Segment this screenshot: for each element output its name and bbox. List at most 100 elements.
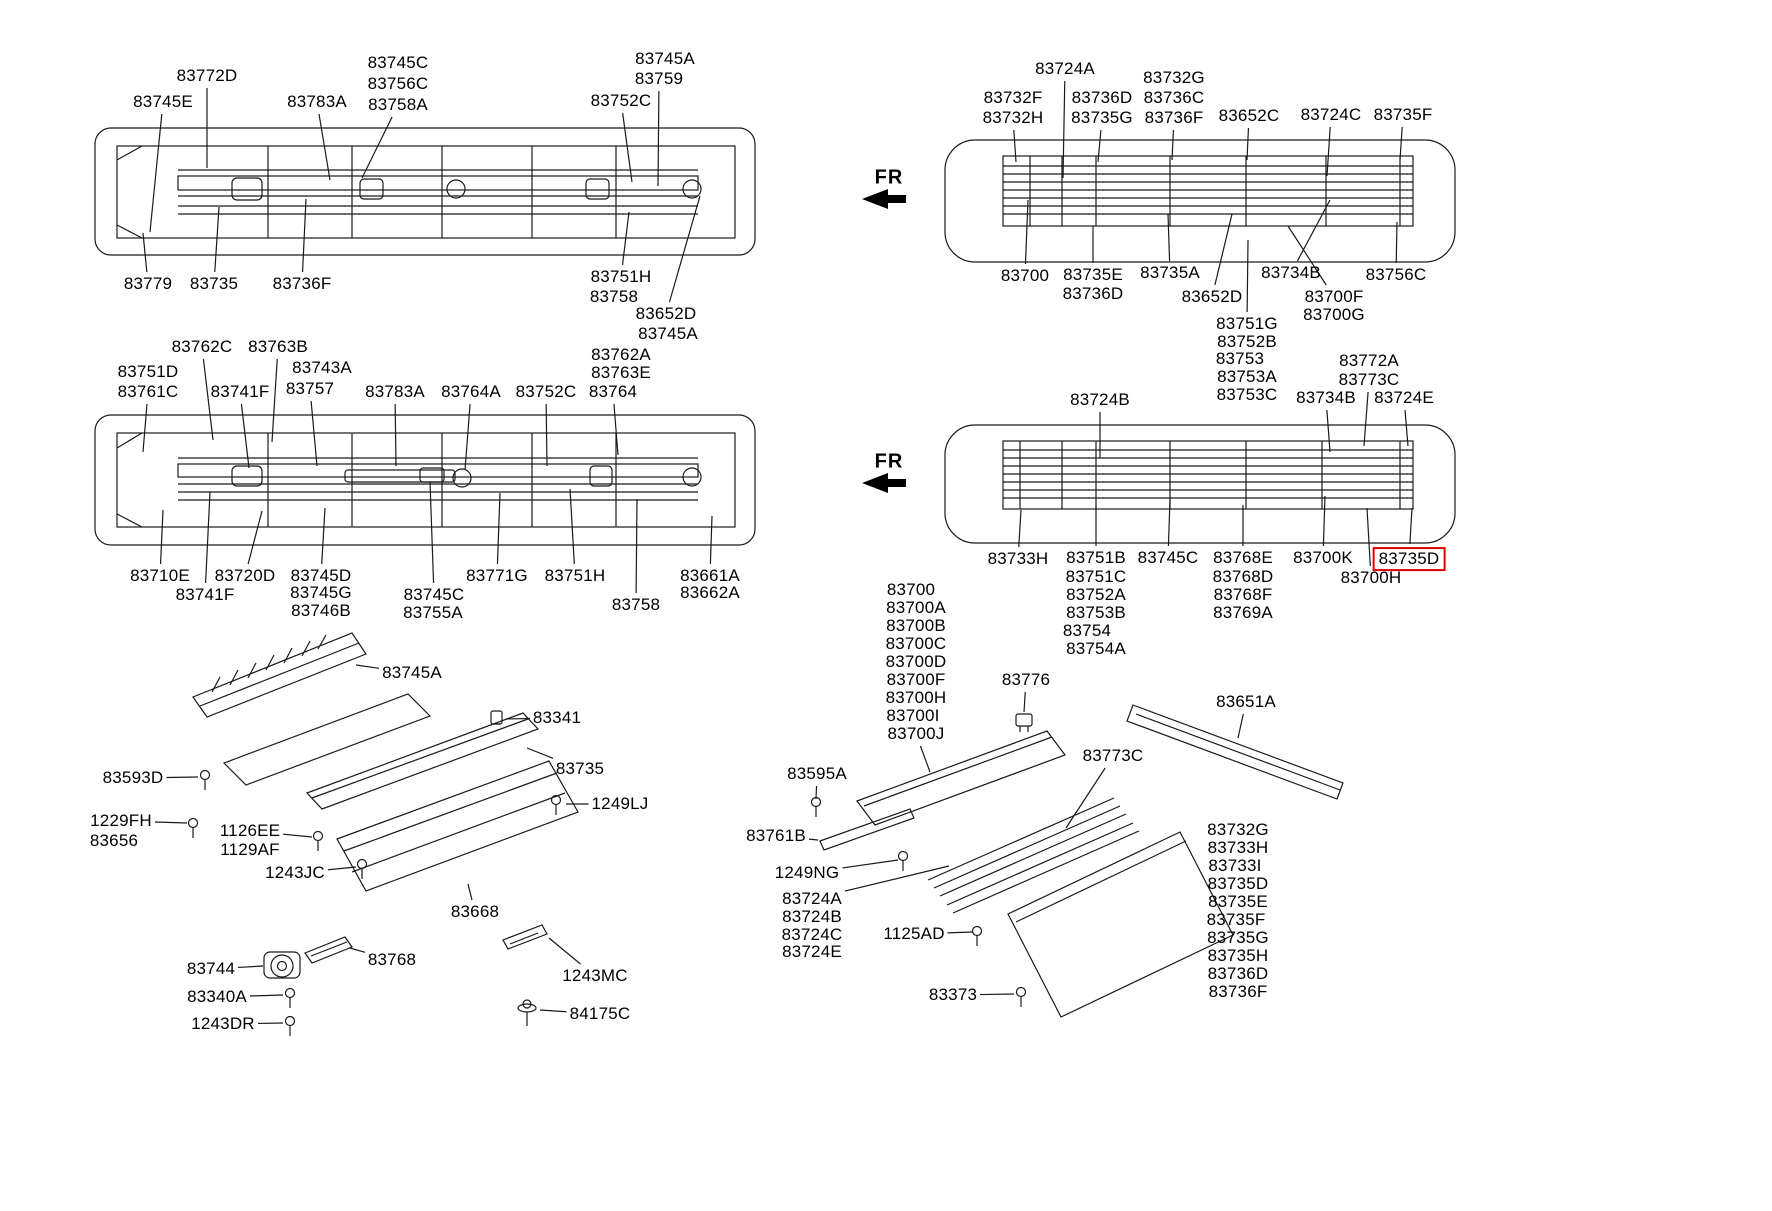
- part-label-83772d: 83772D: [176, 66, 238, 86]
- part-label-83724a: 83724A: [782, 889, 842, 909]
- part-label-83745g: 83745G: [290, 583, 352, 603]
- part-label-83753a: 83753A: [1217, 367, 1277, 387]
- part-label-83751b: 83751B: [1066, 548, 1126, 568]
- part-label-83745a: 83745A: [638, 324, 698, 344]
- part-label-83764a: 83764A: [441, 382, 501, 402]
- part-label-83752a: 83752A: [1066, 585, 1126, 605]
- part-label-83745a: 83745A: [635, 49, 695, 69]
- part-label-83734b: 83734B: [1261, 263, 1321, 283]
- part-label-83720d: 83720D: [214, 566, 276, 586]
- part-label-83700f: 83700F: [886, 670, 946, 690]
- part-label-83732g: 83732G: [1143, 68, 1205, 88]
- part-label-83759: 83759: [634, 69, 684, 89]
- part-label-83768: 83768: [367, 950, 417, 970]
- part-label-83735d: 83735D: [1372, 547, 1446, 571]
- part-label-83753c: 83753C: [1216, 385, 1278, 405]
- part-label-83745c: 83745C: [1137, 548, 1199, 568]
- part-label-83724a: 83724A: [1035, 59, 1095, 79]
- part-label-83736f: 83736F: [1208, 982, 1268, 1002]
- part-label-83783a: 83783A: [365, 382, 425, 402]
- part-label-83768f: 83768F: [1213, 585, 1273, 605]
- left-exploded-view-drawing: [187, 632, 579, 1036]
- part-label-83340a: 83340A: [187, 987, 247, 1007]
- part-label-83593d: 83593D: [102, 768, 164, 788]
- part-label-83724e: 83724E: [1374, 388, 1434, 408]
- part-label-83724e: 83724E: [782, 942, 842, 962]
- part-label-83700a: 83700A: [886, 598, 946, 618]
- part-label-83700j: 83700J: [887, 724, 945, 744]
- part-label-83735e: 83735E: [1208, 892, 1268, 912]
- part-label-83736d: 83736D: [1207, 964, 1269, 984]
- part-label-83710e: 83710E: [130, 566, 190, 586]
- part-label-83656: 83656: [89, 831, 139, 851]
- part-label-83735g: 83735G: [1071, 108, 1133, 128]
- part-label-83743a: 83743A: [292, 358, 352, 378]
- top-left-panel-drawing: [94, 127, 756, 256]
- part-label-1229fh: 1229FH: [90, 811, 152, 831]
- part-label-83735e: 83735E: [1063, 265, 1123, 285]
- part-label-83756c: 83756C: [367, 74, 429, 94]
- part-label-83745e: 83745E: [133, 92, 193, 112]
- part-label-83772a: 83772A: [1339, 351, 1399, 371]
- part-label-83753b: 83753B: [1066, 603, 1126, 623]
- part-label-83736d: 83736D: [1071, 88, 1133, 108]
- part-label-83768e: 83768E: [1213, 548, 1273, 568]
- fr-direction-label: FR: [874, 450, 904, 473]
- part-label-83700c: 83700C: [885, 634, 947, 654]
- middle-right-panel-drawing: [944, 424, 1456, 544]
- leader-lines: [142, 80, 1413, 1025]
- part-label-83736f: 83736F: [272, 274, 332, 294]
- part-label-83768d: 83768D: [1212, 567, 1274, 587]
- middle-left-panel-drawing: [94, 414, 756, 546]
- part-label-83652d: 83652D: [635, 304, 697, 324]
- part-label-83700h: 83700H: [1340, 568, 1402, 588]
- fr-direction-label: FR: [874, 166, 904, 189]
- part-label-83700k: 83700K: [1293, 548, 1353, 568]
- part-label-83700d: 83700D: [885, 652, 947, 672]
- part-label-83763e: 83763E: [591, 363, 651, 383]
- part-label-83595a: 83595A: [787, 764, 847, 784]
- part-label-83733h: 83733H: [987, 549, 1049, 569]
- part-label-83744: 83744: [186, 959, 236, 979]
- right-exploded-view-drawing: [810, 704, 1344, 1018]
- part-label-83751d: 83751D: [117, 362, 179, 382]
- part-label-83735g: 83735G: [1207, 928, 1269, 948]
- part-label-83769a: 83769A: [1213, 603, 1273, 623]
- part-label-83734b: 83734B: [1296, 388, 1356, 408]
- part-label-83745a: 83745A: [382, 663, 442, 683]
- part-label-83700f: 83700F: [1304, 287, 1364, 307]
- part-label-83752c: 83752C: [515, 382, 577, 402]
- part-label-83736d: 83736D: [1062, 284, 1124, 304]
- part-label-1249lj: 1249LJ: [591, 794, 649, 814]
- fr-arrow-bottom: [862, 473, 906, 493]
- part-label-83735: 83735: [555, 759, 605, 779]
- part-label-83773c: 83773C: [1082, 746, 1144, 766]
- part-label-83700i: 83700I: [886, 706, 940, 726]
- part-label-83341: 83341: [532, 708, 582, 728]
- part-label-83758: 83758: [611, 595, 661, 615]
- part-label-83700: 83700: [886, 580, 936, 600]
- part-label-83745c: 83745C: [403, 585, 465, 605]
- part-label-1249ng: 1249NG: [774, 863, 840, 883]
- part-label-83762c: 83762C: [171, 337, 233, 357]
- top-right-panel-drawing: [944, 139, 1456, 263]
- part-label-83735: 83735: [189, 274, 239, 294]
- part-label-83700: 83700: [1000, 266, 1050, 286]
- part-label-83745d: 83745D: [290, 566, 352, 586]
- part-label-83763b: 83763B: [248, 337, 308, 357]
- part-label-83668: 83668: [450, 902, 500, 922]
- part-label-83752c: 83752C: [590, 91, 652, 111]
- part-label-83724b: 83724B: [1070, 390, 1130, 410]
- part-label-83373: 83373: [928, 985, 978, 1005]
- part-label-83732g: 83732G: [1207, 820, 1269, 840]
- part-label-84175c: 84175C: [569, 1004, 631, 1024]
- part-label-1243jc: 1243JC: [265, 863, 325, 883]
- part-label-83735f: 83735F: [1373, 105, 1433, 125]
- part-label-83735h: 83735H: [1207, 946, 1269, 966]
- part-label-83751g: 83751G: [1216, 314, 1278, 334]
- part-label-83661a: 83661A: [680, 566, 740, 586]
- fr-arrow-top: [862, 189, 906, 209]
- part-label-83758: 83758: [589, 287, 639, 307]
